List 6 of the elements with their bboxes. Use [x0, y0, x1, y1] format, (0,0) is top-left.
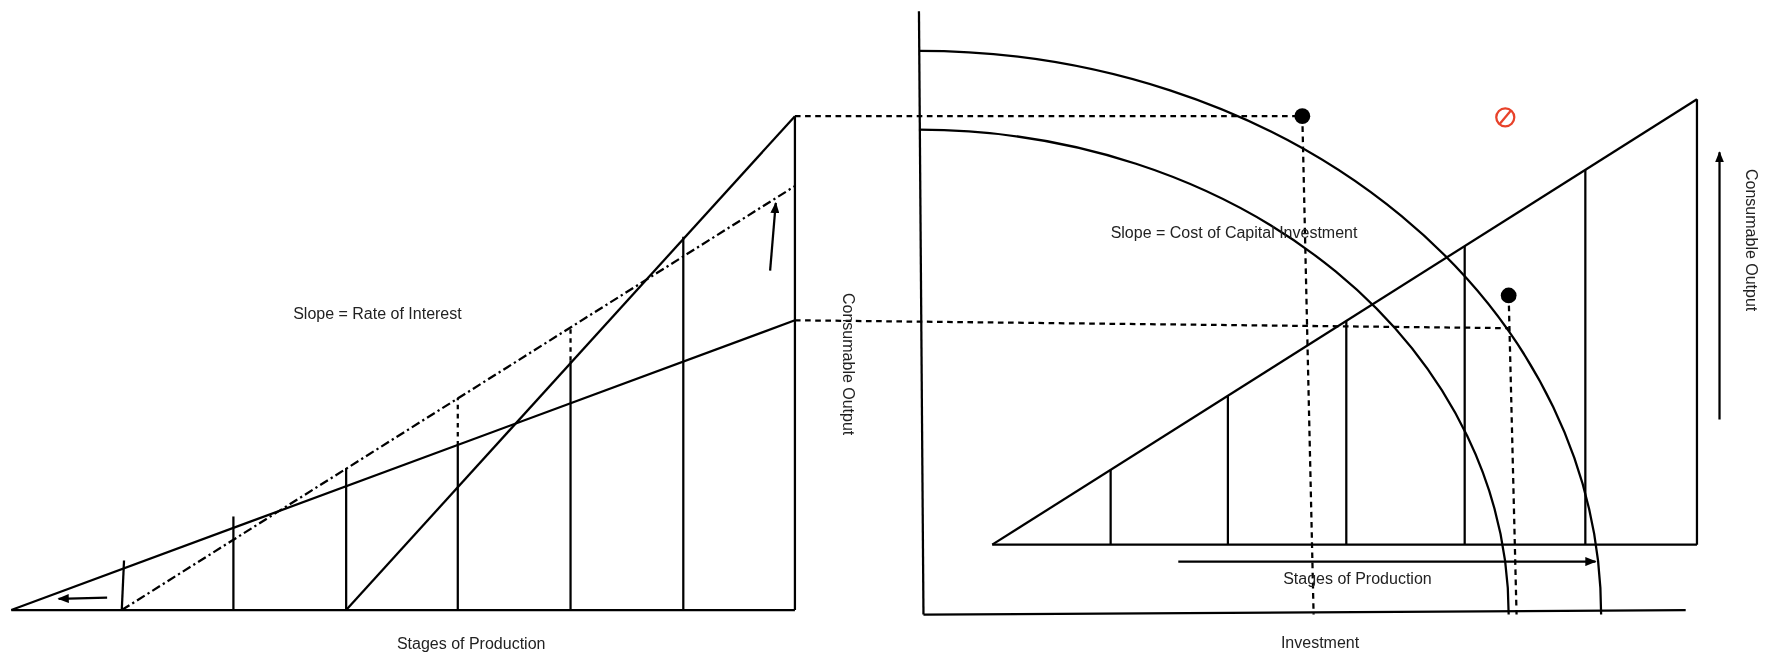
slope-label: Slope = Rate of Interest [293, 304, 462, 324]
axis-label: Consumable Output [839, 293, 859, 436]
axis-label: Investment [1280, 632, 1360, 652]
axis-label: Stages of Production [396, 633, 546, 653]
axis-label: Consumable Output [1742, 169, 1762, 312]
axis-label: Stages of Production [1283, 569, 1432, 589]
